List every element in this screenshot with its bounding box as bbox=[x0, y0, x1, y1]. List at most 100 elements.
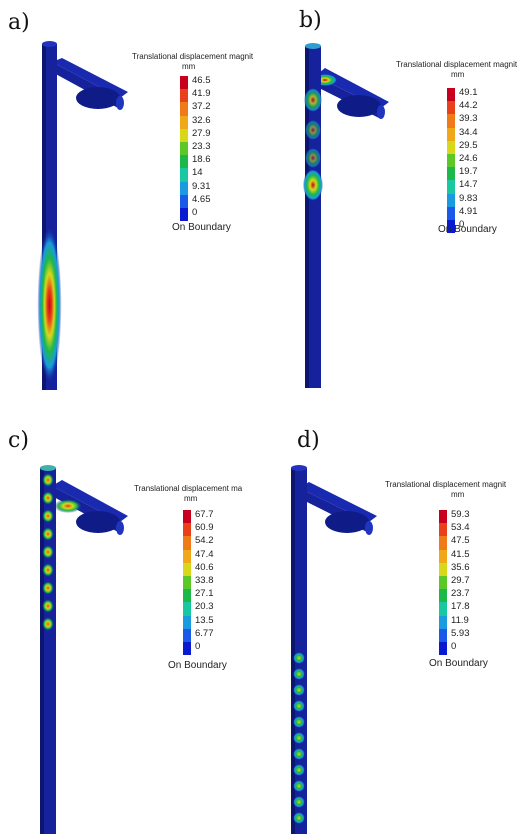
color-segment bbox=[180, 155, 188, 169]
color-scale-bar bbox=[439, 510, 447, 656]
color-segment bbox=[447, 88, 455, 102]
mode-pattern bbox=[42, 473, 54, 631]
legend-title: Translational displacement magnit bbox=[132, 52, 254, 61]
color-scale-bar bbox=[180, 76, 188, 222]
panel-a: a) Translational displacement magnit mm … bbox=[0, 0, 259, 418]
color-segment bbox=[439, 575, 447, 590]
color-segment bbox=[180, 194, 188, 208]
color-segment bbox=[183, 641, 191, 656]
tick-label: 14.7 bbox=[459, 179, 478, 191]
color-segment bbox=[183, 523, 191, 537]
tick-label: 41.5 bbox=[451, 548, 470, 560]
tick-label: 34.4 bbox=[459, 126, 478, 138]
legend-unit: mm bbox=[451, 70, 465, 79]
color-segment bbox=[447, 193, 455, 207]
color-segment bbox=[439, 562, 447, 576]
color-segment bbox=[439, 549, 447, 563]
pipe-model bbox=[291, 465, 377, 834]
color-segment bbox=[439, 628, 447, 642]
legend-footer: On Boundary bbox=[438, 224, 497, 235]
color-segment bbox=[180, 207, 188, 222]
tick-label: 4.91 bbox=[459, 205, 478, 217]
tick-label: 29.7 bbox=[451, 575, 470, 586]
color-segment bbox=[183, 575, 191, 590]
legend-title: Translational displacement magnit bbox=[385, 480, 507, 489]
legend-title: Translational displacement magnit bbox=[396, 60, 518, 69]
legend-footer: On Boundary bbox=[429, 658, 488, 669]
color-segment bbox=[447, 114, 455, 128]
color-segment bbox=[180, 115, 188, 129]
panel-label: b) bbox=[299, 8, 322, 33]
tick-label: 47.4 bbox=[195, 548, 214, 560]
color-segment bbox=[439, 641, 447, 656]
legend-unit: mm bbox=[184, 494, 198, 503]
tick-label: 27.1 bbox=[195, 588, 214, 600]
color-segment bbox=[439, 523, 447, 537]
color-segment bbox=[180, 76, 188, 90]
color-segment bbox=[447, 206, 455, 220]
tick-label: 35.6 bbox=[451, 561, 470, 573]
color-segment bbox=[183, 536, 191, 550]
tick-label: 40.6 bbox=[195, 561, 214, 573]
tick-label: 4.65 bbox=[192, 193, 211, 205]
tick-label: 14 bbox=[192, 167, 203, 179]
tick-label: 11.9 bbox=[451, 614, 469, 626]
tick-label: 18.6 bbox=[192, 154, 211, 166]
color-segment bbox=[447, 127, 455, 141]
tick-label: 24.6 bbox=[459, 153, 478, 164]
legend-title: Translational displacement ma bbox=[134, 484, 243, 493]
color-segment bbox=[447, 140, 455, 154]
panel-label: d) bbox=[297, 428, 320, 453]
tick-label: 67.7 bbox=[195, 509, 214, 520]
tick-label: 60.9 bbox=[195, 522, 214, 534]
color-segment bbox=[183, 602, 191, 616]
tick-label: 27.9 bbox=[192, 127, 211, 139]
panel-b: b) Translational displacement magnit mm bbox=[259, 0, 518, 418]
tick-label: 23.7 bbox=[451, 588, 470, 600]
legend-footer: On Boundary bbox=[168, 660, 227, 671]
color-segment bbox=[439, 615, 447, 629]
tick-label: 0 bbox=[451, 641, 457, 652]
tick-label: 5.93 bbox=[451, 627, 470, 639]
pipe-model bbox=[40, 465, 128, 834]
tick-label: 37.2 bbox=[192, 101, 211, 113]
color-segment bbox=[447, 180, 455, 194]
color-segment bbox=[183, 589, 191, 603]
tick-label: 20.3 bbox=[195, 601, 214, 613]
color-segment bbox=[447, 167, 455, 181]
color-segment bbox=[439, 536, 447, 550]
color-segment bbox=[439, 510, 447, 524]
pipe-model bbox=[37, 41, 128, 390]
color-segment bbox=[183, 628, 191, 642]
tick-label: 47.5 bbox=[451, 535, 470, 547]
color-segment bbox=[180, 181, 188, 195]
color-scale-bar bbox=[447, 88, 455, 234]
tick-label: 0 bbox=[459, 219, 465, 230]
color-segment bbox=[439, 602, 447, 616]
tick-label: 17.8 bbox=[451, 601, 470, 613]
color-segment bbox=[180, 102, 188, 116]
tick-label: 9.83 bbox=[459, 192, 478, 204]
tick-label: 0 bbox=[192, 207, 198, 218]
color-scale-bar bbox=[183, 510, 191, 656]
tick-label: 39.3 bbox=[459, 113, 478, 125]
tick-label: 13.5 bbox=[195, 614, 214, 626]
color-segment bbox=[183, 549, 191, 563]
tick-label: 59.3 bbox=[451, 509, 470, 520]
legend-unit: mm bbox=[182, 62, 196, 71]
mode-pattern bbox=[293, 652, 305, 824]
color-segment bbox=[447, 101, 455, 115]
tick-label: 9.31 bbox=[192, 180, 211, 192]
tick-label: 53.4 bbox=[451, 522, 470, 534]
color-segment bbox=[447, 219, 455, 234]
tick-label: 19.7 bbox=[459, 166, 478, 178]
tick-label: 6.77 bbox=[195, 627, 214, 639]
tick-label: 23.3 bbox=[192, 141, 211, 152]
tick-label: 54.2 bbox=[195, 535, 214, 547]
panel-d: d) bbox=[259, 418, 518, 836]
legend-footer: On Boundary bbox=[172, 222, 231, 233]
pipe-model bbox=[303, 43, 389, 388]
color-segment bbox=[180, 89, 188, 103]
panel-c: c) bbox=[0, 418, 259, 836]
color-segment bbox=[180, 141, 188, 156]
